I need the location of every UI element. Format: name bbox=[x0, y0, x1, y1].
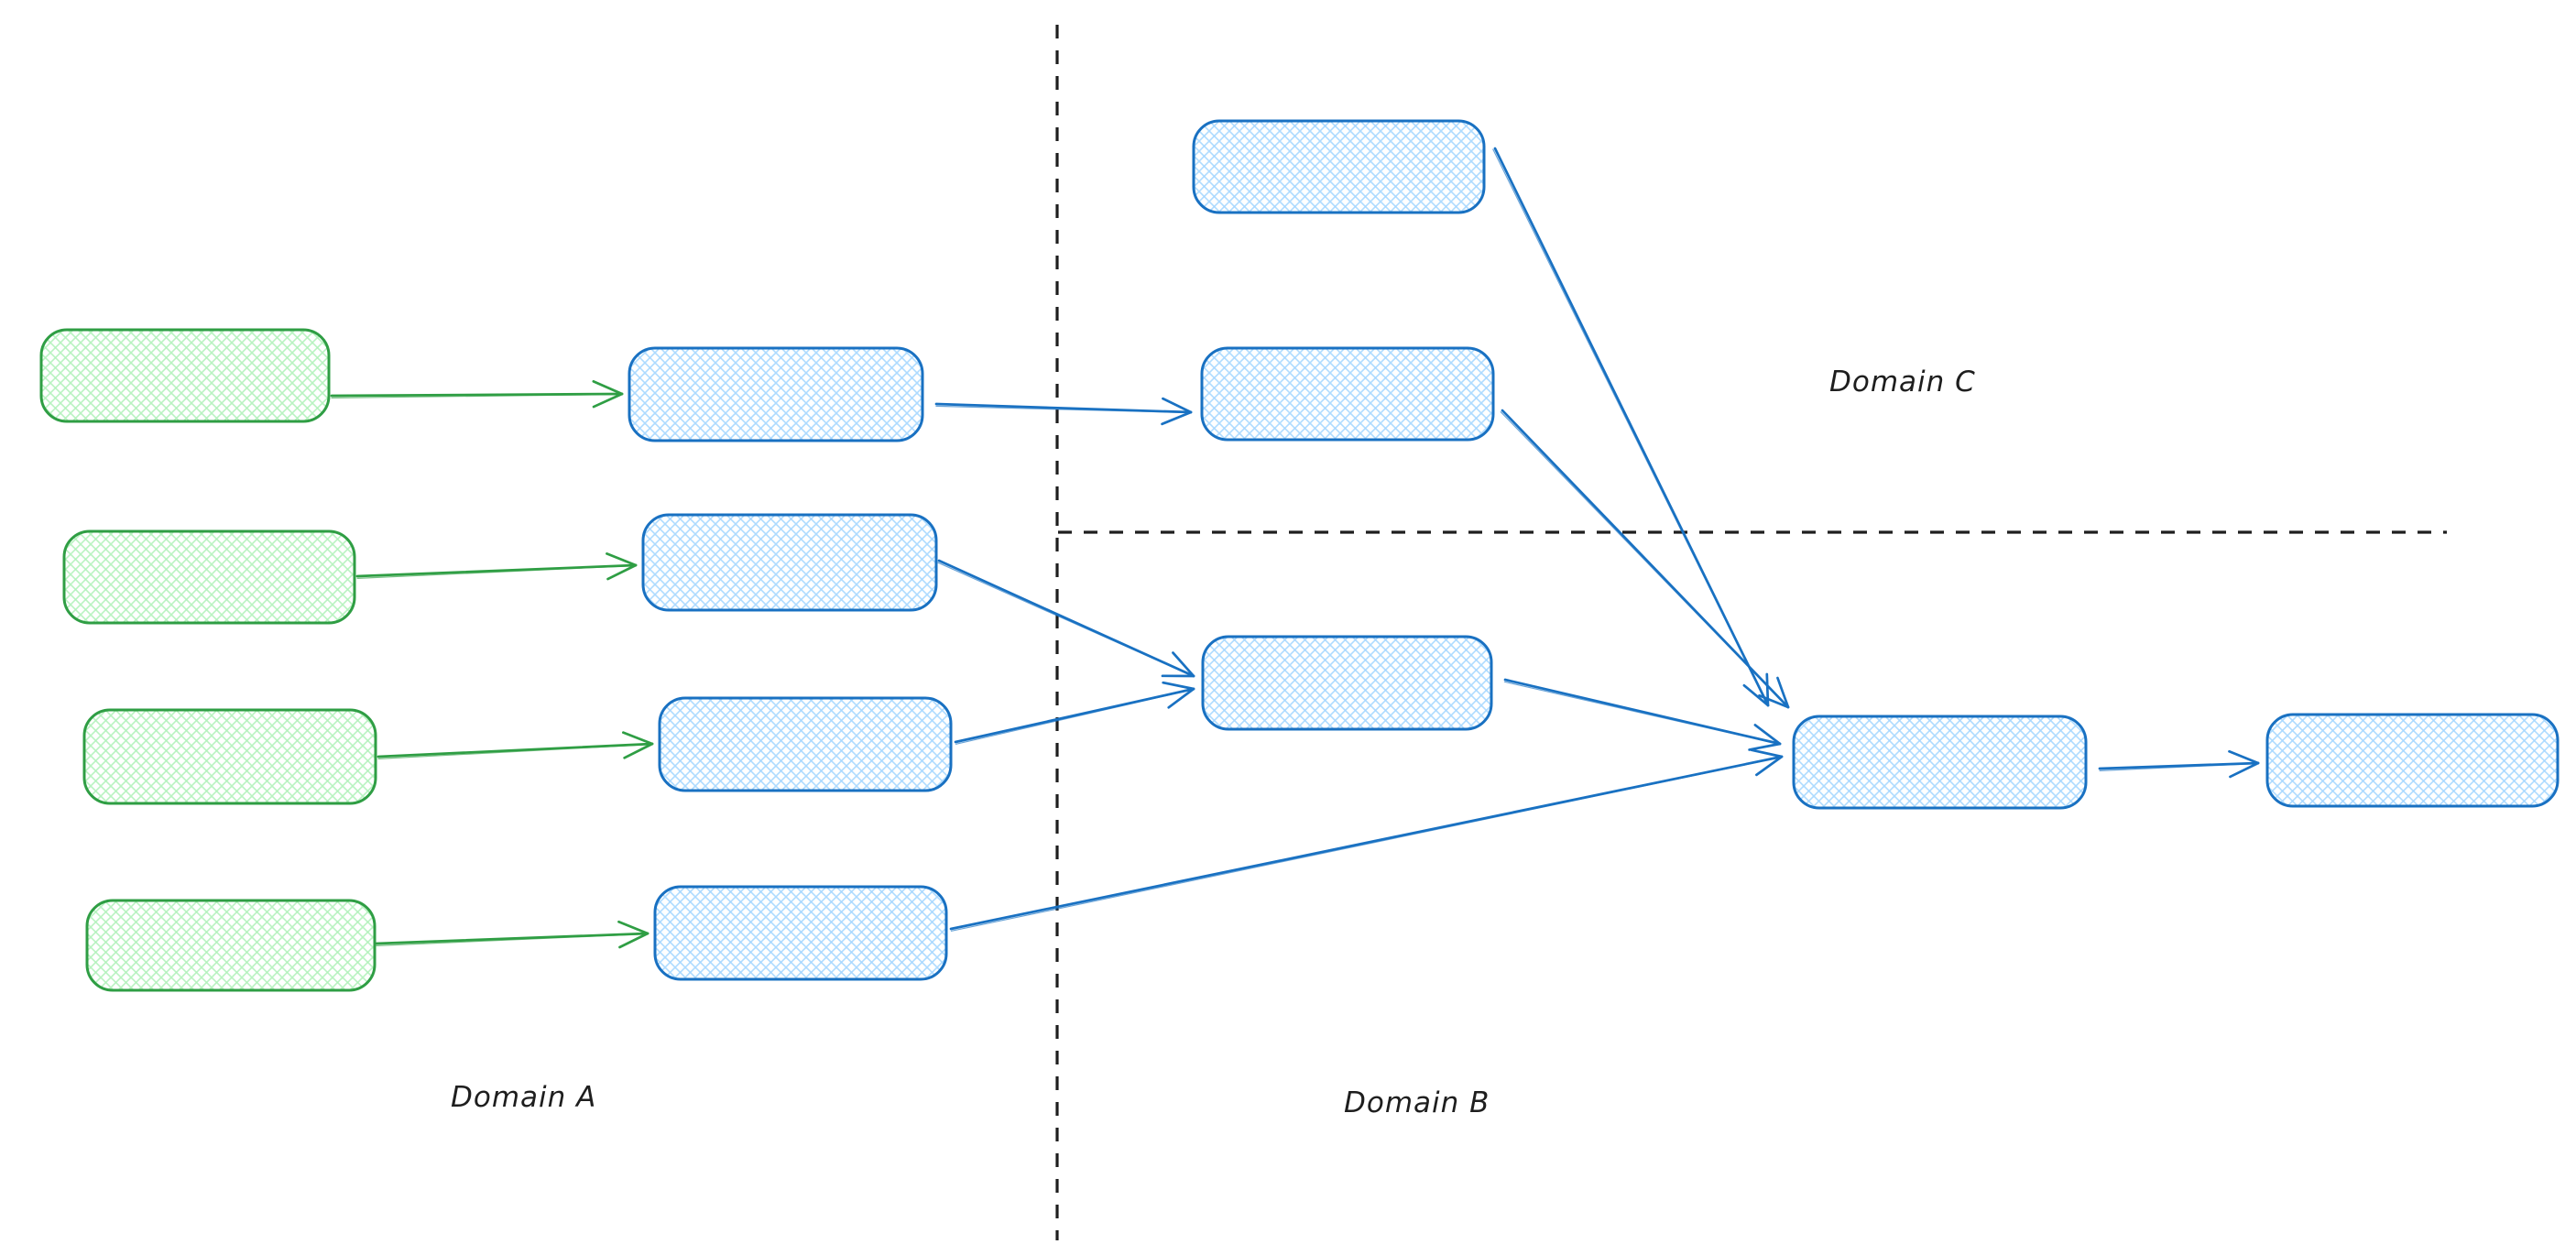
arrow-clower-to-merge[interactable] bbox=[1500, 409, 1790, 709]
arrow-source1-to-a1[interactable] bbox=[330, 379, 624, 409]
arrow-source3-to-a3[interactable] bbox=[377, 731, 654, 759]
source-box-4[interactable] bbox=[85, 899, 377, 992]
domain-c-box-lower[interactable] bbox=[1200, 346, 1495, 442]
arrow-a4-to-merge[interactable] bbox=[949, 748, 1784, 932]
domain-c-label[interactable]: Domain C bbox=[1829, 366, 1976, 398]
domain-b-box-mid[interactable] bbox=[1201, 635, 1493, 731]
domain-b-label[interactable]: Domain B bbox=[1344, 1086, 1490, 1119]
arrow-a2-to-b-mid[interactable] bbox=[937, 559, 1195, 678]
source-box-3[interactable] bbox=[82, 708, 377, 805]
domain-c-box-top[interactable] bbox=[1192, 119, 1486, 214]
source-box-2[interactable] bbox=[62, 529, 356, 625]
arrow-ctop-to-merge[interactable] bbox=[1492, 147, 1770, 707]
arrow-a1-to-c-lower[interactable] bbox=[934, 397, 1193, 426]
domain-b-output-box[interactable] bbox=[2265, 713, 2560, 808]
arrow-merge-to-output[interactable] bbox=[2098, 749, 2260, 779]
domain-a-box-4[interactable] bbox=[653, 885, 948, 981]
domain-a-box-1[interactable] bbox=[628, 346, 924, 442]
domain-a-box-3[interactable] bbox=[658, 696, 953, 792]
arrow-a3-to-b-mid[interactable] bbox=[954, 681, 1195, 745]
arrow-source4-to-a4[interactable] bbox=[375, 920, 649, 949]
domain-a-label[interactable]: Domain A bbox=[451, 1081, 597, 1114]
arrow-source2-to-a2[interactable] bbox=[355, 552, 638, 581]
domain-b-merge-box[interactable] bbox=[1792, 715, 2088, 810]
arrow-bmid-to-merge[interactable] bbox=[1503, 678, 1782, 751]
domain-a-box-2[interactable] bbox=[641, 513, 938, 612]
source-box-1[interactable] bbox=[39, 328, 331, 423]
